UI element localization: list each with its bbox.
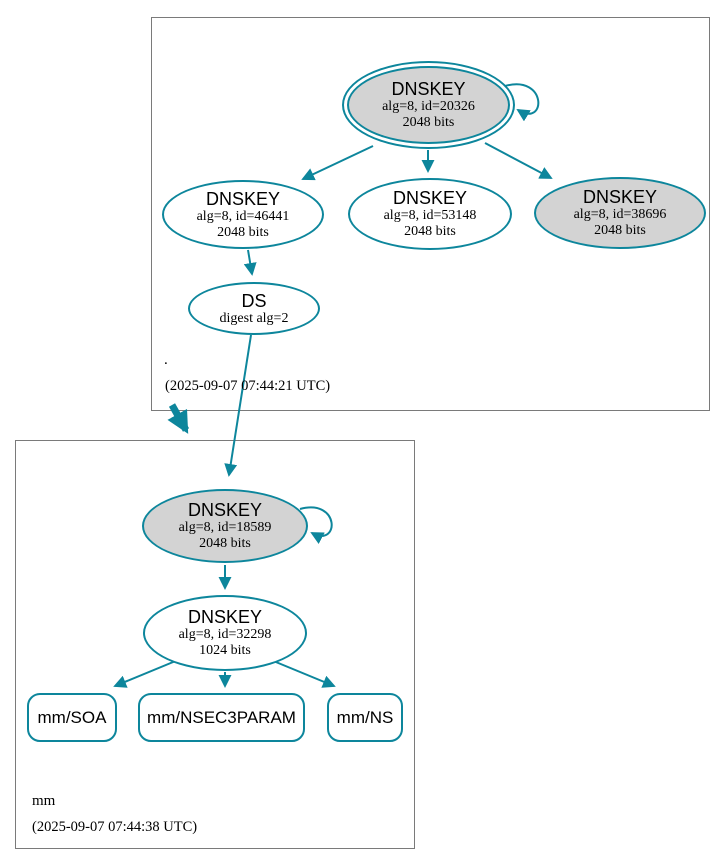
root-ksk-title: DNSKEY xyxy=(391,79,466,99)
root-zsk-46441-node: DNSKEY alg=8, id=46441 2048 bits xyxy=(162,180,324,249)
mm-ksk-title: DNSKEY xyxy=(187,500,263,520)
root-zsk-46441-bits: 2048 bits xyxy=(217,224,269,240)
mm-ksk-node: DNSKEY alg=8, id=18589 2048 bits xyxy=(142,489,308,563)
mm-zsk-detail: alg=8, id=32298 xyxy=(178,627,272,642)
mm-zone-label: mm xyxy=(32,793,56,809)
mm-soa-rrset-label: mm/SOA xyxy=(37,707,107,727)
mm-zsk-title: DNSKEY xyxy=(187,607,263,627)
mm-zone-timestamp: (2025-09-07 07:44:38 UTC) xyxy=(32,819,198,835)
root-ds-detail: digest alg=2 xyxy=(219,310,289,326)
root-zsk-53148-detail: alg=8, id=53148 xyxy=(383,208,477,223)
mm-zone-cluster-box xyxy=(15,440,415,849)
mm-nsec3param-rrset-node: mm/NSEC3PARAM xyxy=(138,693,305,742)
root-ds-node: DS digest alg=2 xyxy=(188,282,320,335)
root-zone-timestamp: (2025-09-07 07:44:21 UTC) xyxy=(165,378,331,394)
root-zsk-53148-title: DNSKEY xyxy=(392,188,468,208)
root-ksk-bits: 2048 bits xyxy=(402,115,455,130)
root-zsk-53148-node: DNSKEY alg=8, id=53148 2048 bits xyxy=(348,178,512,250)
mm-ns-rrset-label: mm/NS xyxy=(336,707,394,727)
mm-soa-rrset-node: mm/SOA xyxy=(27,693,117,742)
root-zsk-46441-detail: alg=8, id=46441 xyxy=(196,208,290,224)
root-key-38696-detail: alg=8, id=38696 xyxy=(573,207,667,222)
root-key-38696-bits: 2048 bits xyxy=(594,223,646,238)
mm-zsk-node: DNSKEY alg=8, id=32298 1024 bits xyxy=(143,595,307,671)
mm-ksk-detail: alg=8, id=18589 xyxy=(178,520,272,535)
root-ds-title: DS xyxy=(241,290,267,311)
mm-nsec3param-rrset-label: mm/NSEC3PARAM xyxy=(147,707,296,727)
root-zsk-53148-bits: 2048 bits xyxy=(404,224,456,239)
root-key-38696-title: DNSKEY xyxy=(582,187,658,207)
root-ksk-node-inner: DNSKEY alg=8, id=20326 2048 bits xyxy=(347,66,510,144)
mm-ns-rrset-node: mm/NS xyxy=(327,693,403,742)
mm-zsk-bits: 1024 bits xyxy=(199,643,251,658)
root-key-38696-node: DNSKEY alg=8, id=38696 2048 bits xyxy=(534,177,706,249)
root-zsk-46441-title: DNSKEY xyxy=(205,188,281,209)
mm-ksk-bits: 2048 bits xyxy=(199,536,251,551)
root-zone-label: . xyxy=(164,352,168,368)
root-ksk-detail: alg=8, id=20326 xyxy=(382,99,475,114)
root-zone-cluster-box xyxy=(151,17,710,411)
root-ksk-node: DNSKEY alg=8, id=20326 2048 bits xyxy=(342,61,515,149)
